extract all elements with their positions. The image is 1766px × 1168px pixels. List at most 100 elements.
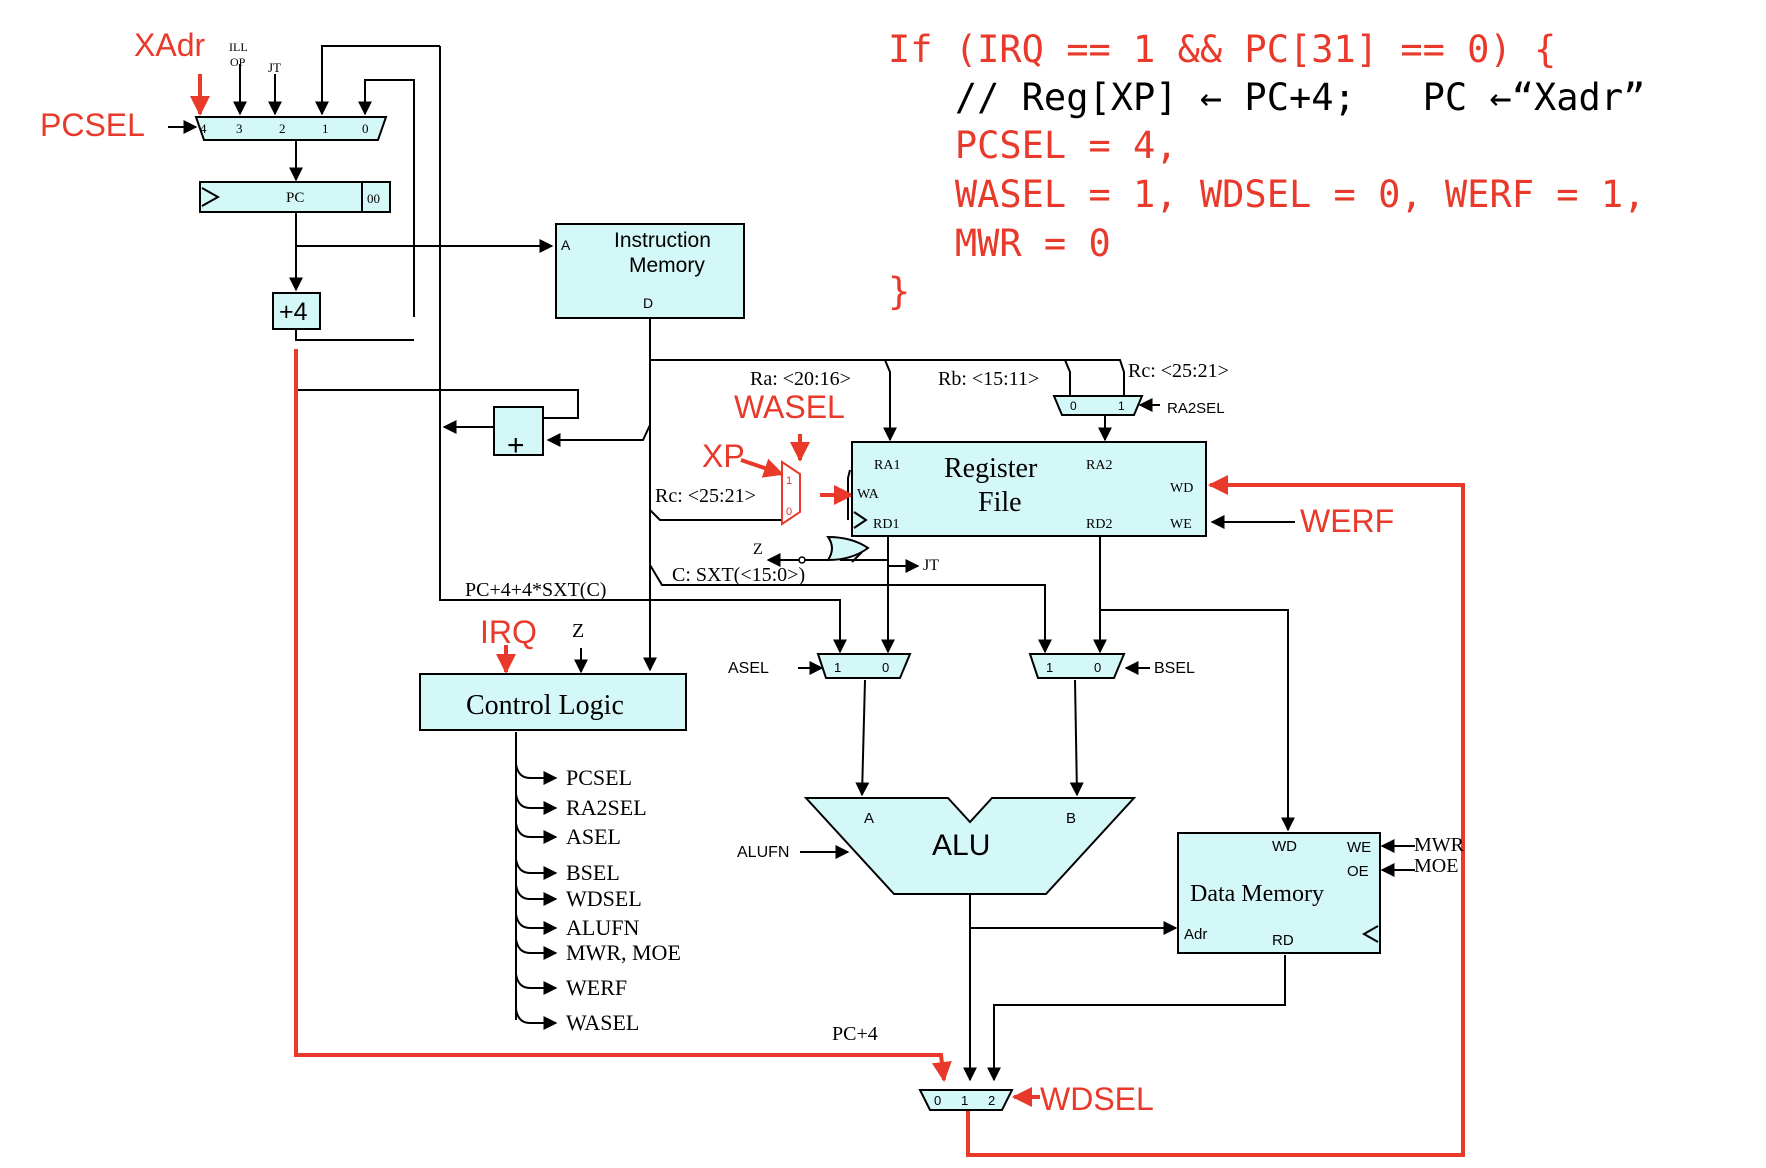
rf-wa-label: WA <box>857 487 880 502</box>
control-output-label: ALUFN <box>566 915 639 940</box>
asel-mux-0: 0 <box>882 660 889 675</box>
mwr-label: MWR <box>1414 834 1465 856</box>
wdsel-mux-0: 0 <box>934 1093 941 1108</box>
control-output-arrow <box>515 793 558 815</box>
control-output-label: MWR, MOE <box>566 940 681 965</box>
rf-wd-label: WD <box>1170 481 1193 496</box>
control-output-label: PCSEL <box>566 765 632 790</box>
pc-mux-input-1: 1 <box>322 121 329 136</box>
pc-mux-input-0: 0 <box>362 121 369 136</box>
control-output-label: WERF <box>566 975 627 1000</box>
branch-adder-label: + <box>507 429 525 462</box>
control-output-label: RA2SEL <box>566 795 647 820</box>
asel-label: ASEL <box>728 660 769 677</box>
z-in-label: Z <box>572 620 584 642</box>
wasel-mux <box>781 460 801 526</box>
pcsel-label: PCSEL <box>40 107 145 143</box>
rf-rd2-label: RD2 <box>1086 517 1112 532</box>
wires <box>168 45 1415 1082</box>
code-line-wasel: WASEL = 1, WDSEL = 0, WERF = 1, <box>888 173 1645 216</box>
ra2sel-mux-1: 1 <box>1118 399 1125 413</box>
bsel-label: BSEL <box>1154 660 1195 677</box>
imem-title-1: Instruction <box>614 229 711 252</box>
control-output-label: WDSEL <box>566 886 642 911</box>
pc-mux-input-3: 3 <box>236 121 243 136</box>
control-output-arrow <box>515 938 558 960</box>
pc-register <box>199 181 391 213</box>
imem-title-2: Memory <box>629 254 705 277</box>
pc-mux-input-2: 2 <box>279 121 286 136</box>
rf-rd1-label: RD1 <box>873 517 899 532</box>
rc-field-top-label: Rc: <25:21> <box>1128 360 1229 382</box>
rc-field-mux-label: Rc: <25:21> <box>655 485 756 507</box>
plus4-label: +4 <box>279 298 308 326</box>
branch-adder <box>493 406 544 456</box>
plus4-adder <box>272 292 321 330</box>
werf-label: WERF <box>1300 503 1394 539</box>
pc-label: PC <box>286 190 304 206</box>
control-output-label: WASEL <box>566 1010 639 1035</box>
code-block: If (IRQ == 1 && PC[31] == 0) { // Reg[XP… <box>888 28 1645 313</box>
wdsel-mux-2: 2 <box>988 1093 995 1108</box>
ra2sel-label: RA2SEL <box>1167 400 1225 417</box>
asel-mux <box>816 653 912 679</box>
dm-oe-label: OE <box>1347 863 1369 880</box>
jt-out-label: JT <box>923 557 939 574</box>
control-output-arrow <box>515 884 558 906</box>
control-output-arrow <box>515 822 558 844</box>
bsel-mux-1: 1 <box>1046 660 1053 675</box>
ra2sel-mux <box>1052 395 1144 416</box>
wasel-mux-0: 0 <box>786 506 792 518</box>
wasel-mux-1: 1 <box>786 475 792 487</box>
jt-top-label: JT <box>268 60 281 75</box>
control-logic-label: Control Logic <box>466 690 624 721</box>
data-memory <box>1177 832 1381 954</box>
code-line-comment: // Reg[XP] ← PC+4; PC ←“Xadr” <box>888 76 1645 119</box>
wdsel-mux-1: 1 <box>961 1093 968 1108</box>
pc4-label: PC+4 <box>832 1023 878 1045</box>
control-output-arrow <box>515 973 558 995</box>
c-sxt-label: C: SXT(<15:0>) <box>672 564 805 586</box>
imem-a-label: A <box>561 237 571 253</box>
wdsel-label: WDSEL <box>1040 1081 1154 1117</box>
rb-field-label: Rb: <15:11> <box>938 368 1039 390</box>
alu-a-label: A <box>864 810 874 827</box>
irq-label: IRQ <box>480 614 537 650</box>
control-output-arrow <box>515 858 558 880</box>
alu-label: ALU <box>932 829 990 862</box>
rf-title-1: Register <box>944 453 1038 484</box>
asel-mux-1: 1 <box>834 660 841 675</box>
control-output-arrow <box>515 913 558 935</box>
dm-we-label: WE <box>1347 839 1371 856</box>
rf-ra1-label: RA1 <box>874 458 900 473</box>
alufn-label: ALUFN <box>737 844 789 861</box>
control-output-label: BSEL <box>566 860 620 885</box>
pc-mux-input-4: 4 <box>200 121 207 136</box>
moe-label: MOE <box>1414 855 1458 877</box>
pc-branch-label: PC+4+4*SXT(C) <box>465 579 606 601</box>
ra-field-label: Ra: <20:16> <box>750 368 851 390</box>
bsel-mux <box>1028 653 1126 679</box>
xadr-label: XAdr <box>134 27 205 63</box>
xp-label: XP <box>702 438 745 474</box>
rf-ra2-label: RA2 <box>1086 458 1112 473</box>
rf-title-2: File <box>978 487 1022 518</box>
control-output-arrow <box>515 763 558 785</box>
alu <box>803 797 1137 895</box>
pc-00-label: 00 <box>367 191 380 206</box>
zero-detect-gate <box>826 535 870 562</box>
ra2sel-mux-0: 0 <box>1070 399 1077 413</box>
pc-mux <box>194 116 388 141</box>
code-line-close: } <box>888 270 910 313</box>
dm-rd-label: RD <box>1272 932 1294 949</box>
red-wires <box>190 74 1465 1157</box>
alu-b-label: B <box>1066 810 1076 827</box>
dm-wd-label: WD <box>1272 838 1297 855</box>
control-logic <box>419 673 687 731</box>
dm-adr-label: Adr <box>1184 926 1207 943</box>
bsel-mux-0: 0 <box>1094 660 1101 675</box>
op-label: OP <box>230 55 246 69</box>
ill-label: ILL <box>229 40 248 54</box>
